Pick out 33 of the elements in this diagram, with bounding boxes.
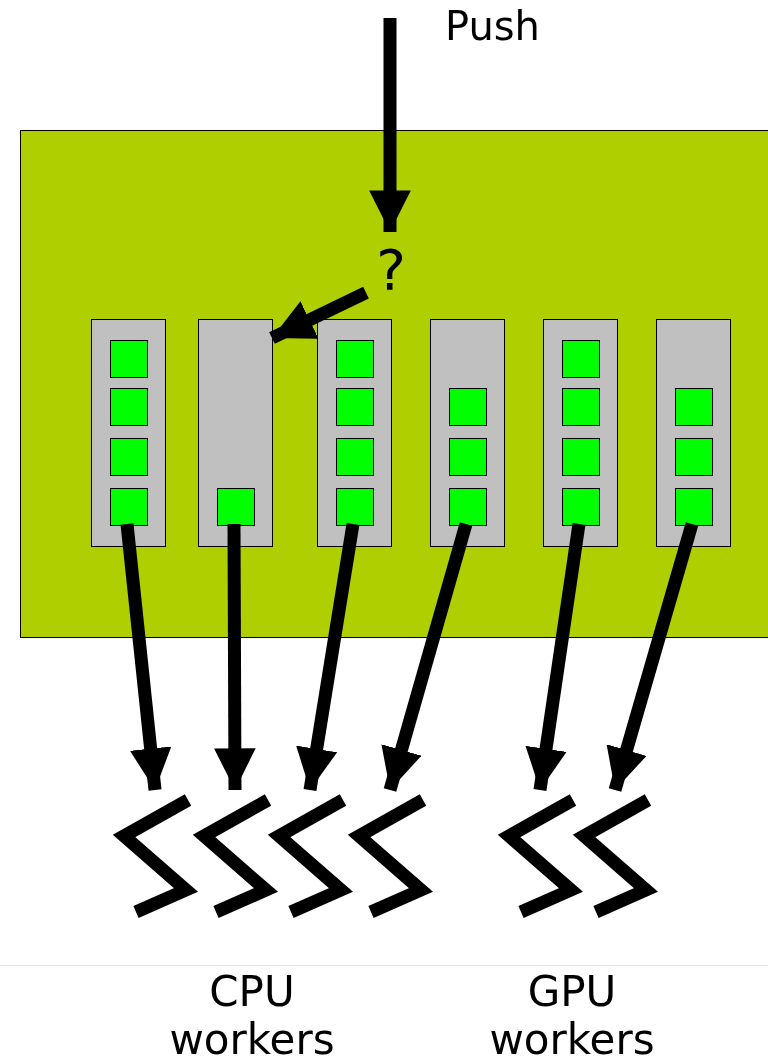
task-square — [110, 438, 148, 476]
queue-column — [317, 319, 392, 547]
board-panel — [20, 130, 768, 638]
task-square — [110, 388, 148, 426]
queue-column — [430, 319, 505, 547]
task-square — [562, 488, 600, 526]
arrow — [369, 18, 411, 232]
queue-column — [198, 319, 273, 547]
queue-column — [656, 319, 731, 547]
task-square — [675, 488, 713, 526]
task-square — [449, 438, 487, 476]
question-mark: ? — [369, 233, 413, 307]
task-square — [449, 388, 487, 426]
task-square — [675, 388, 713, 426]
group-caption: CPU workers — [168, 968, 336, 1062]
task-square — [562, 340, 600, 378]
task-square — [562, 438, 600, 476]
task-square — [110, 488, 148, 526]
edge-label: Push — [445, 2, 540, 50]
task-square — [336, 340, 374, 378]
task-square — [562, 388, 600, 426]
group-caption: GPU workers — [488, 968, 656, 1062]
task-square — [336, 488, 374, 526]
queue-column — [91, 319, 166, 547]
arrow — [269, 286, 369, 344]
task-square — [675, 438, 713, 476]
arrow — [214, 523, 256, 791]
queue-column — [543, 319, 618, 547]
task-square — [336, 438, 374, 476]
task-square — [449, 488, 487, 526]
task-square — [110, 340, 148, 378]
task-square — [217, 488, 255, 526]
task-square — [336, 388, 374, 426]
